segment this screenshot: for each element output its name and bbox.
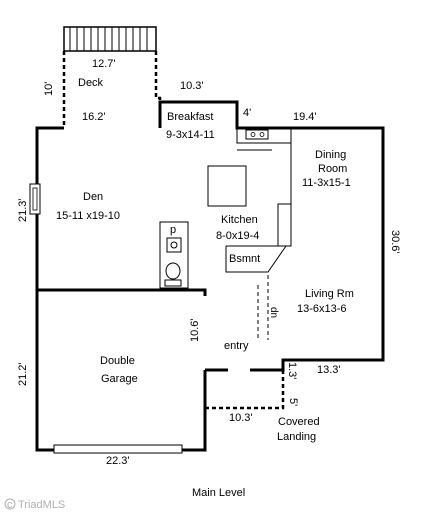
basement-name-label: Bsmnt bbox=[229, 253, 260, 265]
basement-stairs bbox=[225, 245, 287, 340]
breakfast-top-width-label: 10.3' bbox=[180, 80, 204, 92]
breakfast-size-label: 9-3x14-11 bbox=[166, 129, 215, 141]
watermark-text: TriadMLS bbox=[18, 499, 65, 511]
triadmls-logo: c TriadMLS bbox=[4, 498, 65, 511]
garage-name-line1: Double bbox=[100, 355, 135, 367]
den-size-label: 15-11 x19-10 bbox=[56, 210, 120, 222]
living-bottom-label: 13.3' bbox=[317, 364, 341, 376]
deck-name-label: Deck bbox=[78, 77, 104, 89]
entry-name-label: entry bbox=[224, 340, 249, 352]
garage-name-line2: Garage bbox=[101, 373, 138, 385]
breakfast-step-label: 4' bbox=[243, 107, 251, 119]
living-side-label: 30.6' bbox=[389, 230, 401, 254]
entry-notch-label: 1.3' bbox=[286, 362, 298, 379]
breakfast-name-label: Breakfast bbox=[167, 111, 213, 123]
stairs-dn-label: dn bbox=[268, 307, 279, 318]
kitchen-island bbox=[207, 165, 247, 207]
den-window bbox=[29, 183, 41, 215]
garage-door bbox=[53, 444, 183, 454]
dining-name-line2: Room bbox=[318, 163, 347, 175]
dining-name-line1: Dining bbox=[315, 149, 346, 161]
plan-title: Main Level bbox=[192, 487, 245, 499]
landing-name-line2: Landing bbox=[277, 431, 316, 443]
kitchen-name-label: Kitchen bbox=[221, 214, 258, 226]
exterior-walls bbox=[35, 100, 385, 452]
living-name-label: Living Rm bbox=[305, 288, 354, 300]
garage-side-label: 21.2' bbox=[17, 362, 29, 386]
svg-text:c: c bbox=[7, 499, 13, 511]
dining-size-label: 11-3x15-1 bbox=[302, 177, 351, 189]
landing-name-line1: Covered bbox=[278, 416, 320, 428]
den-name-label: Den bbox=[83, 191, 103, 203]
living-size-label: 13-6x13-6 bbox=[297, 303, 347, 315]
bath-label: p bbox=[170, 224, 176, 236]
garage-inner-label: 10.6' bbox=[189, 318, 201, 342]
half-bath bbox=[159, 221, 189, 289]
landing-width-label: 10.3' bbox=[229, 412, 253, 424]
deck-bottom-label: 16.2' bbox=[82, 111, 106, 123]
deck-depth-label: 10' bbox=[43, 82, 55, 96]
deck-width-label: 12.7' bbox=[92, 58, 116, 70]
kitchen-walls bbox=[226, 128, 292, 247]
kitchen-size-label: 8-0x19-4 bbox=[216, 230, 259, 242]
landing-depth-label: 5' bbox=[287, 398, 299, 406]
covered-landing-outline bbox=[205, 372, 285, 410]
den-side-label: 21.3' bbox=[17, 198, 29, 222]
dining-top-width-label: 19.4' bbox=[293, 111, 317, 123]
deck-railing bbox=[63, 26, 157, 52]
garage-bottom-label: 22.3' bbox=[106, 455, 130, 467]
